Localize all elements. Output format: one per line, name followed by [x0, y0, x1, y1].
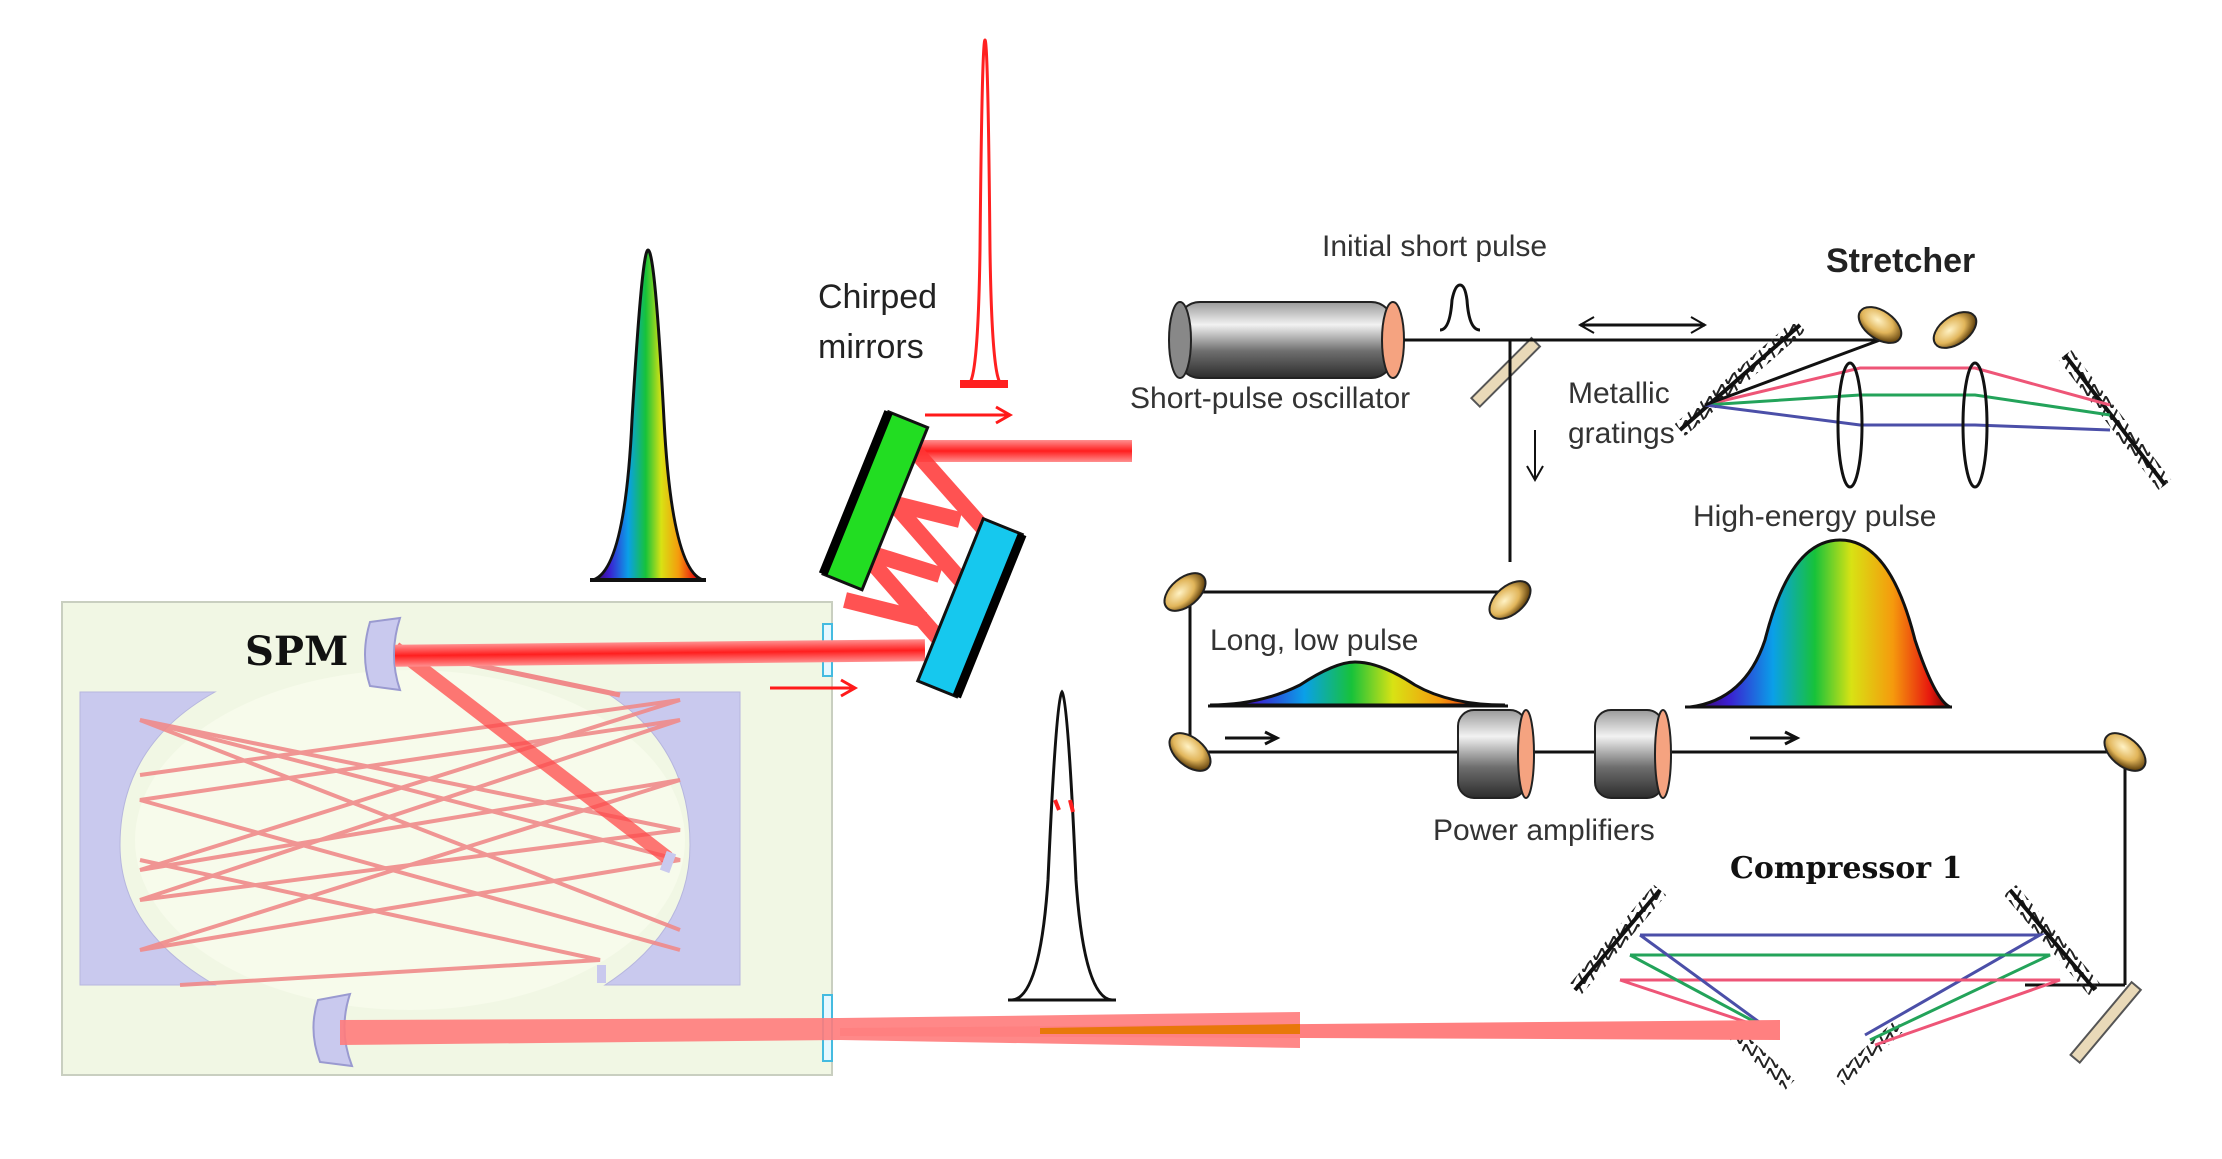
loop-mirror-4 — [2103, 732, 2147, 772]
spm-small-mirror-1 — [659, 850, 677, 874]
chirped-mirrors-label-2: mirrors — [818, 328, 924, 366]
stretcher-mirror-1 — [1857, 306, 1903, 344]
spm-cell: SPM — [61, 601, 833, 1076]
beam-splitter — [1469, 336, 1542, 409]
output-beam — [340, 1012, 1780, 1048]
left-concave-mirror — [79, 691, 217, 986]
power-amplifier-2 — [1594, 709, 1672, 799]
stretcher-lens-1 — [1836, 361, 1864, 489]
compressor-label: Compressor 1 — [1730, 851, 1962, 886]
long-low-spectrum — [1209, 660, 1506, 707]
direction-arrow-spm — [770, 678, 859, 698]
stretcher-optics — [1674, 306, 2172, 490]
stretcher-mirror-2 — [1932, 311, 1978, 349]
chirped-mirror-assembly: Chirped mirrors — [394, 38, 1132, 699]
loop-mirror-1 — [1163, 572, 1207, 612]
cpa-system: Short-pulse oscillator Initial short pul… — [1130, 230, 2172, 1091]
metallic-gratings-label-1: Metallic — [1568, 377, 1670, 410]
chirped-mirror-cyan — [915, 516, 1027, 699]
initial-short-pulse-label: Initial short pulse — [1322, 230, 1547, 263]
spm-feed-beam — [394, 639, 926, 667]
spm-small-mirror-2 — [597, 965, 606, 983]
multipass-beams — [139, 698, 681, 987]
spm-input-mirror — [364, 616, 402, 692]
spm-label: SPM — [245, 628, 348, 675]
spm-output-mirror — [312, 992, 354, 1068]
high-energy-pulse-label: High-energy pulse — [1693, 500, 1936, 533]
compressor-optics — [1568, 884, 2143, 1091]
chirped-pulse-icon — [1008, 689, 1116, 1002]
compressor-fold-mirror — [2069, 980, 2143, 1065]
input-beam — [915, 440, 1132, 462]
loop-mirror-3 — [1168, 732, 1212, 772]
broadened-spectrum — [590, 248, 706, 582]
high-energy-spectrum — [1689, 538, 1951, 709]
power-amplifier-1 — [1457, 709, 1535, 799]
stretcher-lens-2 — [1961, 361, 1989, 489]
short-pulse-oscillator — [1168, 301, 1405, 379]
chirped-mirrors-label-1: Chirped — [818, 278, 937, 316]
loop-mirror-2 — [1488, 580, 1532, 620]
spm-diagonal-beam — [390, 642, 673, 864]
short-pulse-oscillator-label: Short-pulse oscillator — [1130, 382, 1410, 415]
stretcher-label: Stretcher — [1826, 242, 1975, 280]
long-low-pulse-label: Long, low pulse — [1210, 624, 1418, 657]
initial-short-pulse-icon — [1439, 283, 1481, 332]
direction-arrow-top — [925, 405, 1014, 425]
flow-arrows — [1225, 730, 1801, 746]
chirped-mirror-green — [818, 409, 930, 592]
compressed-pulse-spike — [967, 38, 1003, 386]
power-amplifiers-label: Power amplifiers — [1433, 814, 1655, 847]
metallic-gratings-label-2: gratings — [1568, 417, 1675, 450]
